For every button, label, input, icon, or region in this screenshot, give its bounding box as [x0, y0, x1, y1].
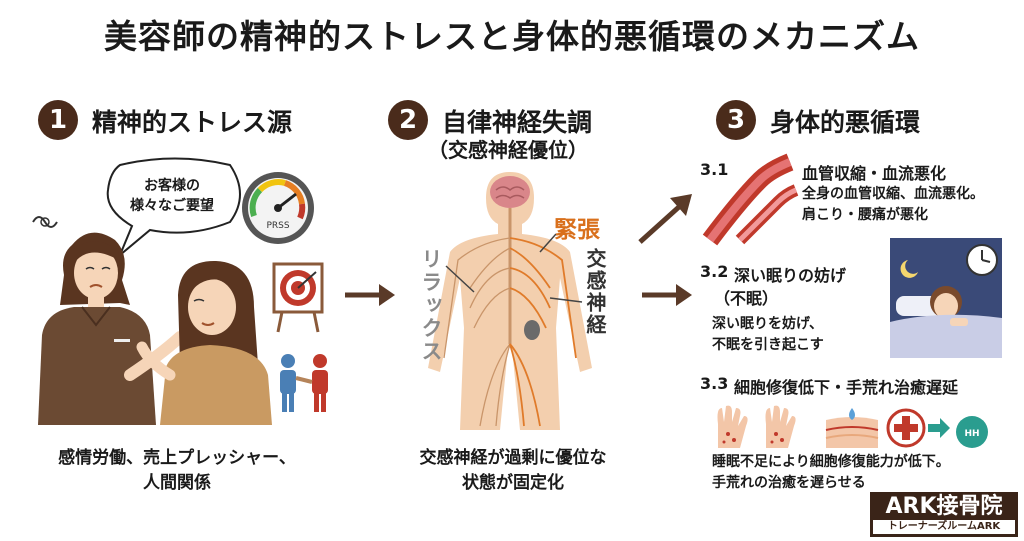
brand-name: ARK接骨院 — [885, 494, 1003, 519]
pressure-gauge-icon: PRSS — [242, 172, 314, 244]
item-3-2-heading2: （不眠） — [714, 289, 779, 308]
arrow-right-icon-2 — [642, 284, 692, 306]
stylist-illustration — [38, 232, 186, 425]
speech-bubble-icon — [106, 157, 241, 256]
step-number-2: 2 — [388, 100, 428, 140]
svg-text:HH: HH — [964, 429, 979, 439]
item-3-2-line1: 深い眠りを妨げ、 — [712, 316, 824, 332]
section-2-subtitle: （交感神経優位） — [428, 138, 588, 162]
item-3-1-line2: 肩こり・腰痛が悪化 — [802, 207, 928, 223]
item-3-2-id: 3.2 — [700, 262, 729, 281]
section-3-title: 身体的悪循環 — [770, 108, 921, 137]
arrow-up-right-icon — [638, 194, 692, 244]
section-1-title: 精神的ストレス源 — [92, 108, 293, 137]
section-2-caption-line1: 交感神経が過剰に優位な — [419, 448, 607, 468]
skin-layers-icon — [825, 408, 879, 448]
item-3-3-line2: 手荒れの治癒を遅らせる — [712, 475, 866, 491]
cell-repair-icon: HH — [886, 408, 988, 448]
label-tension: 緊張 — [554, 217, 600, 243]
item-3-2-line2: 不眠を引き起こす — [712, 337, 824, 353]
nervous-system-body-illustration — [428, 172, 592, 430]
arrow-right-icon — [345, 284, 395, 306]
svg-text:PRSS: PRSS — [266, 221, 289, 231]
section-2-title: 自律神経失調 — [442, 108, 593, 137]
bubble-text-line1: お客様の — [144, 178, 200, 194]
rough-hands-icon — [717, 405, 796, 448]
people-relations-icon — [280, 354, 328, 412]
bubble-text-line2: 様々なご要望 — [130, 198, 214, 214]
stress-scribble-icon — [32, 216, 58, 228]
item-3-1-line1: 全身の血管収縮、血流悪化。 — [802, 186, 984, 202]
item-3-2-heading: 深い眠りの妨げ — [734, 266, 847, 285]
brand-tagline: トレーナーズルームARK — [873, 520, 1015, 534]
item-3-1-heading: 血管収縮・血流悪化 — [802, 164, 947, 183]
brand-badge: ARK接骨院 トレーナーズルームARK — [870, 492, 1018, 537]
item-3-3-line1: 睡眠不足により細胞修復能力が低下。 — [712, 454, 950, 470]
section-1-caption-line2: 人間関係 — [143, 473, 211, 493]
page-title: 美容師の精神的ストレスと身体的悪循環のメカニズム — [104, 17, 920, 56]
insomnia-bed-illustration — [890, 238, 1002, 358]
section-2-caption-line2: 状態が固定化 — [462, 473, 564, 493]
item-3-3-id: 3.3 — [700, 374, 729, 393]
blood-vessel-icon — [702, 153, 799, 246]
target-board-icon — [272, 262, 324, 333]
label-sympathetic-nerve: 交感神経 — [583, 248, 607, 336]
step-number-1: 1 — [38, 100, 78, 140]
label-relax: リラックス — [419, 248, 443, 363]
step-number-3: 3 — [716, 100, 756, 140]
item-3-3-heading: 細胞修復低下・手荒れ治癒遅延 — [734, 378, 959, 397]
item-3-1-id: 3.1 — [700, 160, 729, 179]
customer-illustration — [136, 260, 272, 425]
section-1-caption-line1: 感情労働、売上プレッシャー、 — [58, 448, 296, 468]
